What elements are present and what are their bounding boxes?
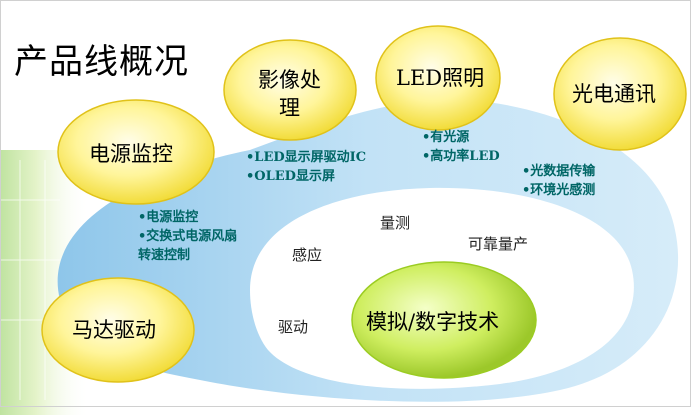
keyword-measure: 量测 <box>380 214 411 232</box>
page-title: 产品线概况 <box>14 42 189 82</box>
bullet-item: •交换式电源风扇 <box>138 229 238 244</box>
label-power-monitor: 电源监控 <box>89 142 173 166</box>
core-technology-label: 模拟/数字技术 <box>366 310 500 334</box>
bullet-item: •环境光感测 <box>522 183 596 198</box>
bullet-item: •有光源 <box>422 130 470 145</box>
bullets-power-monitor: •电源监控 •交换式电源风扇 转速控制 <box>138 208 237 265</box>
label-image-processing: 影像处 理 <box>258 66 321 122</box>
bubble-optical-comm <box>553 37 687 151</box>
left-decor-grid <box>0 160 60 400</box>
bullets-optical-comm: •光数据传输 •环境光感测 <box>522 162 595 200</box>
bubble-led-lighting <box>375 25 501 131</box>
bubble-image-processing <box>223 39 357 141</box>
label-optical-comm: 光电通讯 <box>572 82 656 106</box>
label-motor-drive: 马达驱动 <box>72 318 156 342</box>
keyword-drive: 驱动 <box>278 318 309 336</box>
bullet-item: 转速控制 <box>138 248 191 263</box>
bullet-item: •高功率LED <box>422 149 500 164</box>
bullets-led-lighting: •有光源 •高功率LED <box>422 128 500 166</box>
bubble-power-monitor <box>57 99 215 205</box>
label-image-processing-line1: 影像处 <box>258 68 321 92</box>
bullets-image-processing: •LED显示屏驱动IC •OLED显示屏 <box>246 148 366 186</box>
keyword-reliability: 可靠量产 <box>468 235 529 253</box>
slide-border <box>0 0 691 407</box>
bullet-item: •光数据传输 <box>522 164 596 179</box>
keyword-sensing: 感应 <box>292 246 323 264</box>
label-led-lighting: LED照明 <box>396 66 485 90</box>
bullet-item: •LED显示屏驱动IC <box>246 150 367 165</box>
core-ellipse <box>351 261 537 379</box>
bullet-item: •电源监控 <box>138 210 199 225</box>
bubble-motor-drive <box>41 277 195 383</box>
bullet-item: •OLED显示屏 <box>246 169 335 184</box>
label-image-processing-line2: 理 <box>279 96 300 120</box>
